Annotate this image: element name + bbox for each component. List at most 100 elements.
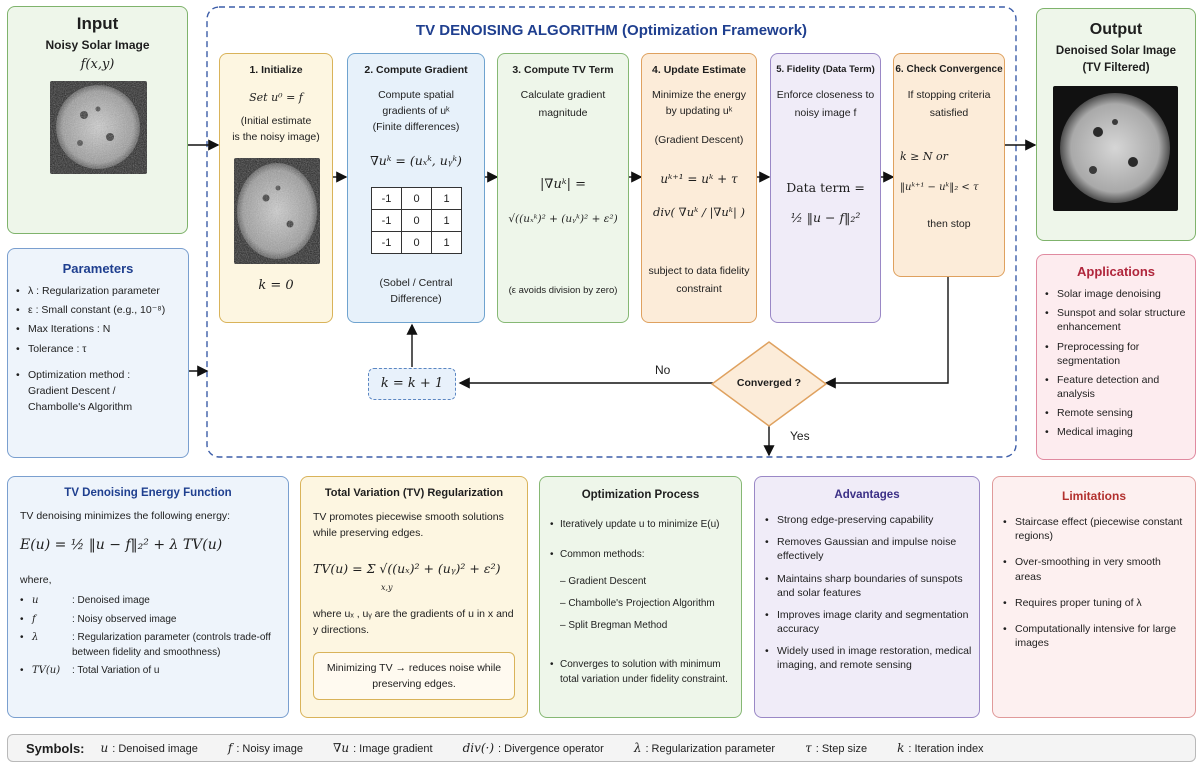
optimization-process-panel: Optimization Process •Iteratively update… [539,476,742,718]
step2-note1: (Sobel / Central [379,277,453,289]
step4-line1: Minimize the energy [652,89,746,101]
symbol-entry: u: Denoised image [101,741,198,755]
energy-formula: E(u) = ½ ‖u − f‖₂² + λ TV(u) [20,537,223,553]
definition-text: : Total Variation of u [72,665,160,676]
step2-line3: (Finite differences) [372,121,460,133]
definition-symbol: u [32,595,39,606]
step-update-estimate: 4. Update Estimate Minimize the energy b… [641,53,757,323]
step4-formula2: div( ∇uᵏ / |∇uᵏ| ) [652,205,746,219]
optimization-item1-text: Iteratively update u to minimize E(u) [560,519,720,530]
parameter-item: Tolerance : τ [16,342,184,356]
parameters-optimization-method: •Optimization method : Gradient Descent … [16,368,184,415]
step6-line2: satisfied [929,107,969,119]
parameter-item: λ : Regularization parameter [16,284,184,298]
yes-label: Yes [790,429,810,443]
advantage-item: Improves image clarity and segmentation … [765,608,973,636]
step6-criterion1: k ≥ N or [900,150,948,163]
limitations-title: Limitations [1061,489,1126,503]
symbol-glyph: k [897,741,905,755]
limitation-item: Over-smoothing in very smooth areas [1003,555,1189,583]
algorithm-frame [206,6,1017,458]
step6-line3: then stop [927,218,971,230]
step3-line2: magnitude [538,107,588,119]
energy-function-panel: TV Denoising Energy Function TV denoisin… [7,476,289,718]
matrix-cell: -1 [371,187,402,210]
definition-symbol: λ [32,632,39,643]
input-heading: Input [76,14,119,33]
limitations-list: Staircase effect (piecewise constant reg… [1003,515,1189,662]
parameter-item: ε : Small constant (e.g., 10⁻⁸) [16,303,184,317]
symbol-entry: ∇u: Image gradient [333,741,433,755]
optimization-method: – Chambolle's Projection Algorithm [560,598,715,609]
energy-title: TV Denoising Energy Function [64,487,232,499]
advantages-title: Advantages [834,489,900,501]
step4-line2: by updating uᵏ [665,105,733,117]
regularization-formula-sub: x,y [381,583,393,592]
optimization-item2-text: Common methods: [560,549,645,560]
input-panel: Input Noisy Solar Image f(x,y) [7,6,188,234]
optimization-methods: – Gradient Descent– Chambolle's Projecti… [560,571,735,637]
advantages-panel: Advantages Strong edge-preserving capabi… [754,476,980,718]
no-label: No [655,363,671,377]
input-formula: f(x,y) [80,57,115,72]
output-heading: Output [1089,21,1143,38]
step4-note1: subject to data fidelity [648,265,750,277]
symbols-label: Symbols: [26,740,85,756]
optimization-item2: •Common methods: [550,549,645,560]
matrix-cell: 1 [431,231,462,254]
step2-line1: Compute spatial [378,89,454,101]
matrix-cell: 0 [401,209,432,232]
decision-diamond [710,341,828,427]
output-subtitle-line2: (TV Filtered) [1082,62,1150,74]
definition-symbol: TV(u) [32,665,61,676]
step2-title: 2. Compute Gradient [364,64,468,76]
matrix-cell: 1 [431,187,462,210]
step3-title: 3. Compute TV Term [512,64,614,76]
symbol-glyph: λ [633,741,642,755]
application-item: Solar image denoising [1045,287,1191,301]
step6-criterion2: ‖uᵏ⁺¹ − uᵏ‖₂ < τ [900,182,979,193]
step4-note2: constraint [676,283,722,295]
output-subtitle-line1: Denoised Solar Image [1055,45,1177,57]
regularization-intro: TV promotes piecewise smooth solutions w… [313,511,504,539]
step-check-convergence: 6. Check Convergence If stopping criteri… [893,53,1005,277]
optimization-item3-text: Converges to solution with minimum total… [560,659,728,685]
parameters-title: Parameters [62,261,134,276]
advantage-item: Removes Gaussian and impulse noise effec… [765,535,973,563]
definition-text: : Regularization parameter (controls tra… [72,632,271,658]
step6-line1: If stopping criteria [907,89,991,101]
matrix-cell: -1 [371,209,402,232]
limitation-item: Staircase effect (piecewise constant reg… [1003,515,1189,543]
energy-definition-row: •f: Noisy observed image [20,613,282,628]
applications-list: Solar image denoisingSunspot and solar s… [1045,287,1191,445]
step3-formula2: √((uₓᵏ)² + (uᵧᵏ)² + ε²) [508,213,618,225]
limitations-panel: Limitations Staircase effect (piecewise … [992,476,1196,718]
application-item: Remote sensing [1045,406,1191,420]
step-fidelity: 5. Fidelity (Data Term) Enforce closenes… [770,53,881,323]
step5-line1: Enforce closeness to [776,89,875,101]
bullet: • [20,613,24,625]
symbol-desc: : Step size [815,743,868,755]
step5-formula2: ½ ‖u − f‖₂² [790,210,861,225]
increment-k-text: k = k + 1 [380,376,444,391]
step1-line3: is the noisy image) [232,131,320,143]
increment-k-box: k = k + 1 [368,368,456,400]
symbol-entry: div(·): Divergence operator [463,741,604,755]
energy-intro: TV denoising minimizes the following ene… [20,510,231,522]
symbol-entry: k: Iteration index [897,741,984,755]
regularization-note-box: Minimizing TV → reduces noise while pres… [313,652,515,700]
applications-panel: Applications Solar image denoisingSunspo… [1036,254,1196,460]
advantage-item: Strong edge-preserving capability [765,513,973,527]
regularization-note: Minimizing TV → reduces noise while pres… [326,662,502,690]
symbol-entry: f: Noisy image [228,741,303,755]
limitation-item: Requires proper tuning of λ [1003,596,1189,610]
symbol-glyph: div(·) [462,741,495,755]
symbol-glyph: ∇u [332,741,350,755]
energy-definition-row: •u: Denoised image [20,594,282,609]
regularization-where: where uₓ , uᵧ are the gradients of u in … [313,608,514,636]
matrix-cell: 1 [431,209,462,232]
step-compute-gradient: 2. Compute Gradient Compute spatial grad… [347,53,485,323]
